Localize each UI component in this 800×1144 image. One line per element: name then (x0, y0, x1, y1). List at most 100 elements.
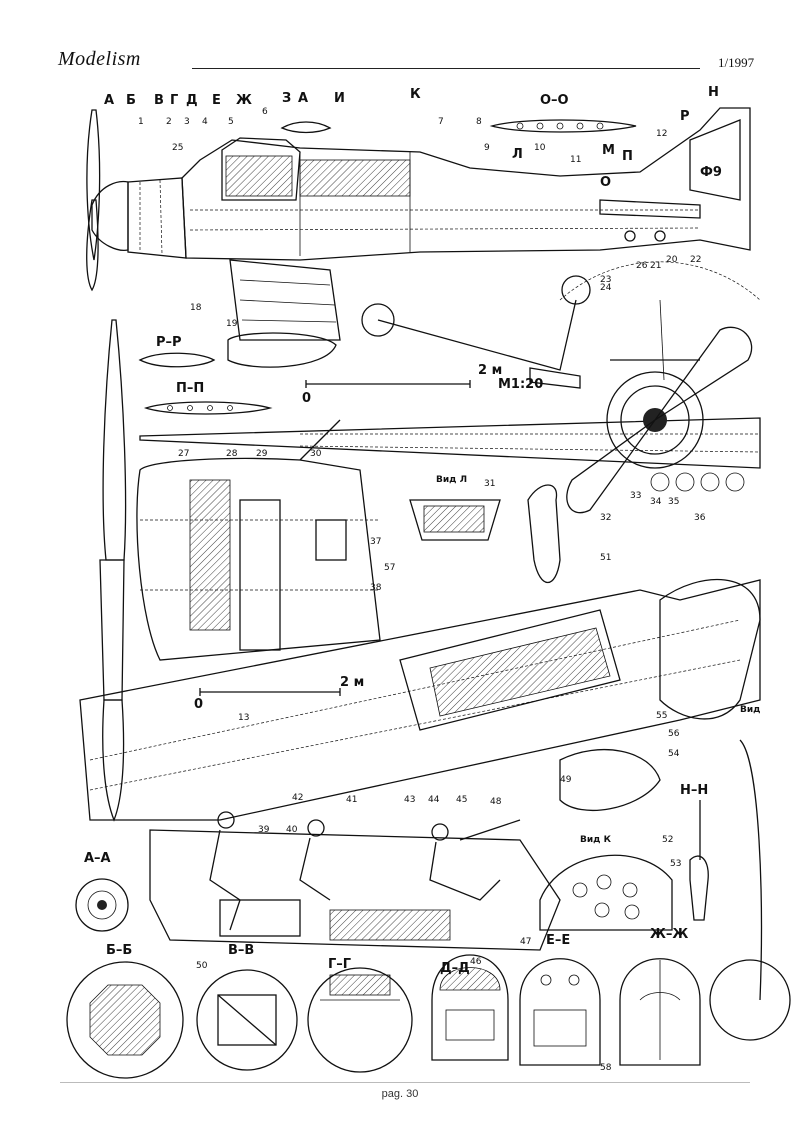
callout: 55 (656, 711, 667, 721)
front-view (559, 261, 761, 514)
scale-labels: М1:20 2 м 0 2 м 0 (194, 363, 543, 712)
crew-cutaway (149, 811, 561, 951)
callout: 58 (600, 1063, 612, 1073)
callout: 41 (346, 795, 357, 805)
view-label: Вид К (580, 835, 612, 845)
callout: 46 (470, 957, 482, 967)
callout: 9 (484, 143, 490, 153)
callout: 37 (370, 537, 381, 547)
callout: 49 (560, 775, 572, 785)
section-letter: А (104, 93, 114, 108)
svg-text:Ф9: Ф9 (700, 165, 722, 180)
callout: 52 (662, 835, 673, 845)
callout: 2 (166, 117, 172, 127)
section-title: Р–Р (156, 335, 182, 350)
callout: 19 (226, 319, 238, 329)
airfoil-section-small (280, 121, 332, 134)
callout: 45 (456, 795, 467, 805)
callout: 42 (292, 793, 303, 803)
page-number: pag. 30 (381, 1088, 419, 1100)
callout: 6 (262, 107, 268, 117)
scale-zero: 0 (194, 697, 203, 712)
side-view-top: Ф9 (86, 107, 751, 292)
callout: 29 (256, 449, 268, 459)
bottom-cross-sections (66, 954, 791, 1079)
section-n-n (689, 800, 709, 921)
scale-length: 2 м (478, 363, 502, 378)
callout: 21 (650, 261, 661, 271)
issue-number: 1/1997 (718, 55, 755, 70)
callout: 1 (138, 117, 144, 127)
callout: 27 (178, 449, 189, 459)
section-o-o (489, 119, 637, 133)
section-title: Б–Б (106, 943, 132, 958)
section-letter: Л (512, 147, 523, 162)
callout: 47 (520, 937, 531, 947)
callout: 48 (490, 797, 502, 807)
callout: 51 (600, 553, 611, 563)
callout: 38 (370, 583, 382, 593)
callout: 10 (534, 143, 546, 153)
section-letter: Р (680, 109, 690, 124)
view-label: Вид (740, 705, 760, 715)
section-letter: Г (170, 93, 178, 108)
section-letter: Д (186, 93, 198, 108)
callout: 31 (484, 479, 495, 489)
callout: 54 (668, 749, 680, 759)
section-title: Г–Г (328, 957, 351, 972)
callout: 44 (428, 795, 440, 805)
callout: 36 (694, 513, 706, 523)
section-title: П–П (176, 381, 204, 396)
scale-length: 2 м (340, 675, 364, 690)
callout: 28 (226, 449, 238, 459)
callout: 12 (656, 129, 667, 139)
instrument-panel-view-k (539, 854, 673, 931)
section-letter: К (410, 87, 421, 102)
callout: 53 (670, 859, 681, 869)
engine-cutaway (136, 419, 381, 696)
section-letter: М (602, 143, 615, 158)
section-letter: Б (126, 93, 136, 108)
section-a-a (75, 878, 129, 932)
callout: 57 (384, 563, 395, 573)
section-letter: З (282, 91, 291, 106)
callout: 35 (668, 497, 679, 507)
landing-gear (227, 259, 591, 389)
section-title: Д–Д (440, 961, 470, 976)
callout: 33 (630, 491, 641, 501)
section-titles: О–О Р–Р П–П А–А Б–Б В–В Г–Г Д–Д Е–Е Ж–Ж … (84, 93, 708, 976)
callout: 18 (190, 303, 202, 313)
callout: 24 (600, 283, 612, 293)
page-header: Modelism 1/1997 (0, 0, 800, 80)
callout: 40 (286, 825, 298, 835)
section-title: Е–Е (546, 933, 570, 948)
section-letter: П (622, 149, 633, 164)
header-rule (192, 68, 700, 69)
callout: 26 (636, 261, 648, 271)
callout: 8 (476, 117, 482, 127)
callout: 5 (228, 117, 234, 127)
scale-ratio: М1:20 (498, 377, 543, 392)
callout: 25 (172, 143, 183, 153)
callout: 3 (184, 117, 190, 127)
callout: 50 (196, 961, 208, 971)
section-letter: Ж (236, 93, 252, 108)
callout: 11 (570, 155, 581, 165)
section-letter: А (298, 91, 308, 106)
callout: 22 (690, 255, 701, 265)
callout: 7 (438, 117, 444, 127)
section-title: Н–Н (680, 783, 708, 798)
callout: 39 (258, 825, 270, 835)
section-letter: Е (212, 93, 221, 108)
callout: 43 (404, 795, 415, 805)
callout: 13 (238, 713, 249, 723)
section-letter: В (154, 93, 164, 108)
section-letter: Н (708, 85, 719, 100)
bomb-drawing (409, 484, 561, 583)
callout: 30 (310, 449, 322, 459)
magazine-brand: Modelism (58, 48, 141, 70)
scale-zero: 0 (302, 391, 311, 406)
section-letter-labels: А Б В Г Д Е Ж З А И К Л М Н О П Р (104, 85, 719, 190)
scale-bar (305, 380, 471, 388)
